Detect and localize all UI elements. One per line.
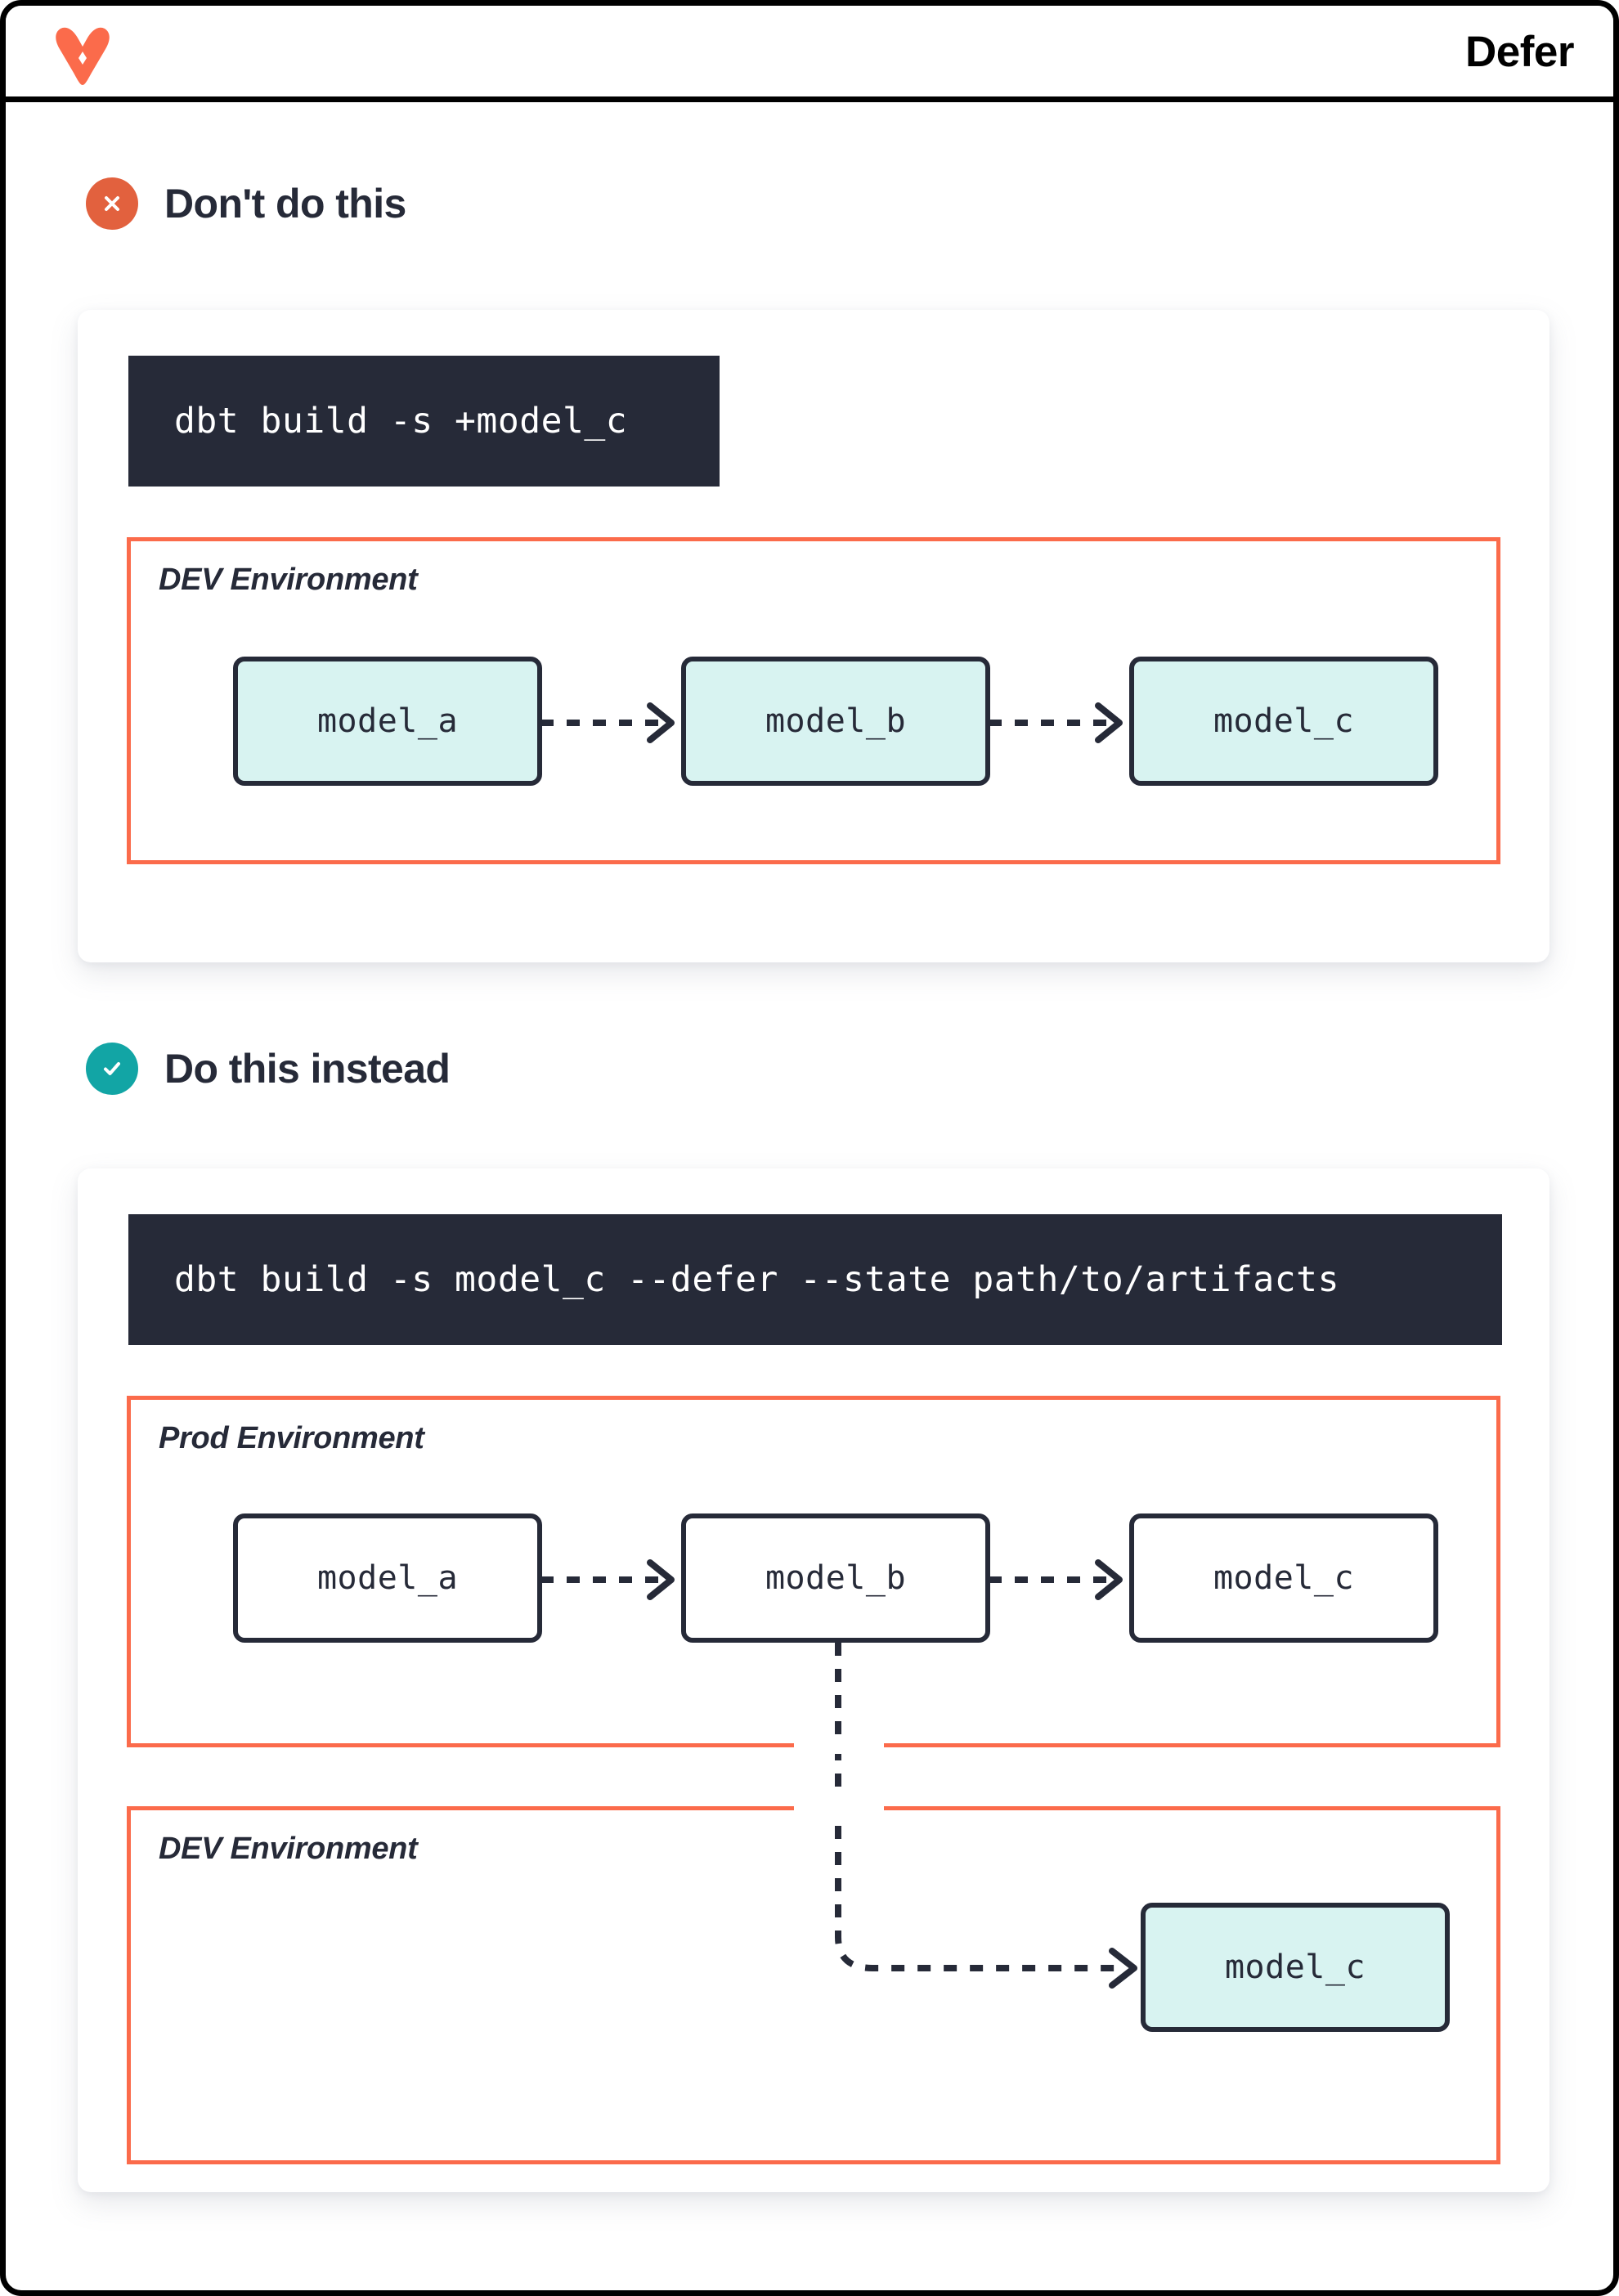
section-heading-do: Do this instead <box>86 1043 451 1095</box>
code-text-do: dbt build -s model_c --defer --state pat… <box>174 1259 1339 1300</box>
model-node-label: model_b <box>765 1559 907 1597</box>
env-border-gap-dev <box>794 1800 884 1816</box>
x-circle-icon <box>86 177 138 230</box>
code-block-dont: dbt build -s +model_c <box>128 356 720 487</box>
model-node-model-c[interactable]: model_c <box>1129 657 1438 786</box>
env-box-dev-dont: DEV Environment <box>127 537 1500 864</box>
model-node-model-a[interactable]: model_a <box>233 657 542 786</box>
section-heading-do-label: Do this instead <box>164 1046 451 1092</box>
section-heading-dont-label: Don't do this <box>164 181 406 226</box>
env-label-prod: Prod Environment <box>159 1421 424 1455</box>
model-node-prod-model-c[interactable]: model_c <box>1129 1513 1438 1643</box>
model-node-prod-model-a[interactable]: model_a <box>233 1513 542 1643</box>
env-border-gap-prod <box>794 1738 884 1754</box>
env-label-dev-do: DEV Environment <box>159 1832 418 1866</box>
page-title: Defer <box>1464 28 1575 76</box>
model-node-label: model_a <box>316 702 459 740</box>
card-do: dbt build -s model_c --defer --state pat… <box>78 1168 1549 2192</box>
model-node-label: model_c <box>1213 1559 1355 1597</box>
code-block-do: dbt build -s model_c --defer --state pat… <box>128 1214 1502 1345</box>
dbt-logo-icon <box>51 24 114 87</box>
model-node-model-b[interactable]: model_b <box>681 657 990 786</box>
env-label-dev-dont: DEV Environment <box>159 563 418 597</box>
model-node-dev-model-c[interactable]: model_c <box>1141 1903 1450 2032</box>
model-node-label: model_c <box>1213 702 1355 740</box>
model-node-label: model_b <box>765 702 907 740</box>
model-node-label: model_c <box>1224 1948 1366 1986</box>
model-node-prod-model-b[interactable]: model_b <box>681 1513 990 1643</box>
model-node-label: model_a <box>316 1559 459 1597</box>
card-dont: dbt build -s +model_c DEV Environment mo… <box>78 310 1549 962</box>
code-text-dont: dbt build -s +model_c <box>174 401 628 442</box>
page-header: Defer <box>6 6 1613 102</box>
check-circle-icon <box>86 1043 138 1095</box>
section-heading-dont: Don't do this <box>86 177 406 230</box>
